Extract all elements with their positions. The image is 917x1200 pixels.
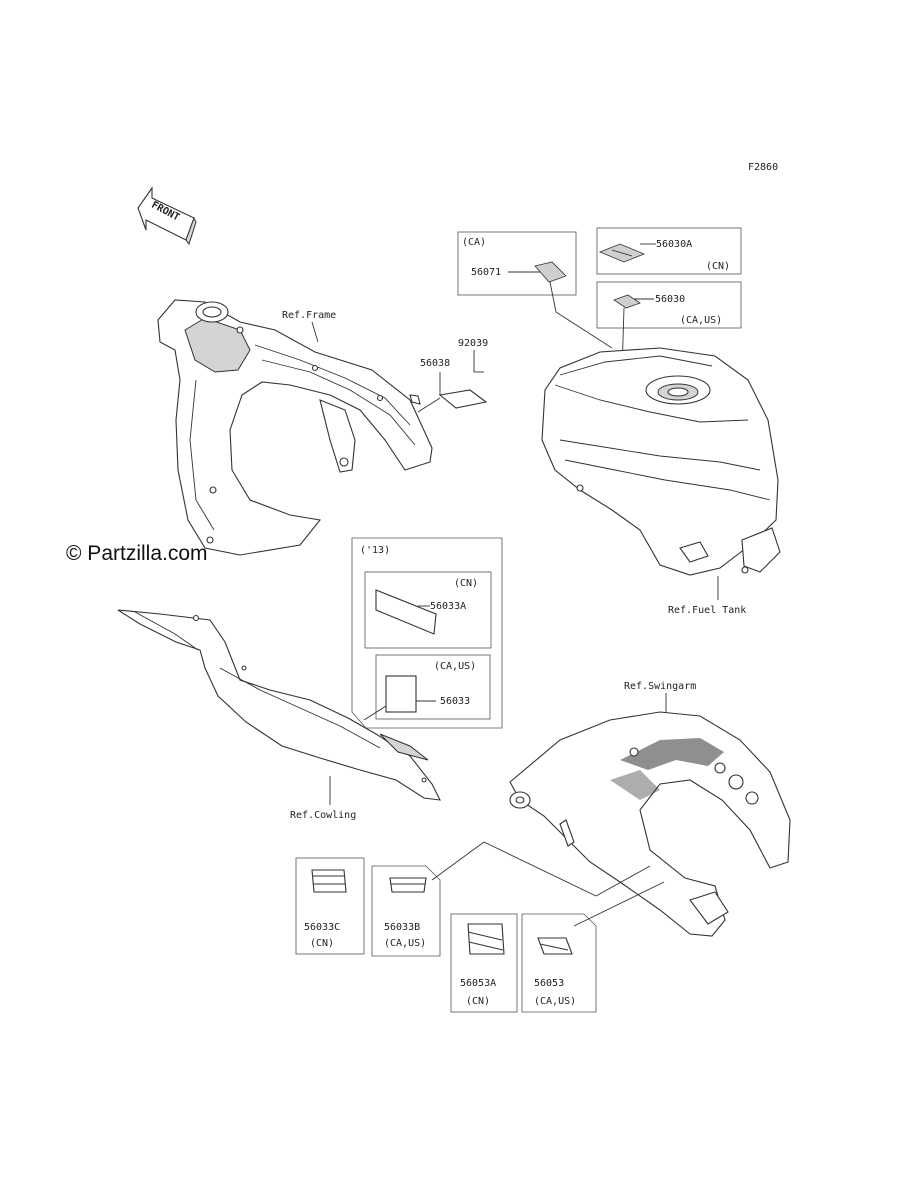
box-56030A xyxy=(596,227,742,275)
box-56033B xyxy=(371,865,441,957)
front-arrow-icon: FRONT xyxy=(137,186,197,246)
box-56071-region: (CA) xyxy=(462,237,486,248)
box-56033C-region: (CN) xyxy=(310,938,334,949)
box-56033B-region: (CA,US) xyxy=(384,938,426,949)
part-56033C-decal xyxy=(311,869,347,893)
part-56030A-label: 56030A xyxy=(656,239,692,250)
box-56053A-region: (CN) xyxy=(466,996,490,1007)
swingarm-drawing xyxy=(509,711,791,937)
part-56033B-decal xyxy=(389,877,427,893)
box-56053A xyxy=(450,913,518,1013)
part-56071-label: 56071 xyxy=(471,267,501,278)
part-56030-label: 56030 xyxy=(655,294,685,305)
box-56053-region: (CA,US) xyxy=(534,996,576,1007)
box-56071 xyxy=(457,231,577,296)
part-56033-label: 56033 xyxy=(440,696,470,707)
part-56038-strip xyxy=(438,389,488,409)
box-56053 xyxy=(521,913,597,1013)
ref-frame-label: Ref.Frame xyxy=(282,310,336,321)
box-56030A-region: (CN) xyxy=(706,261,730,272)
watermark-text: © Partzilla.com xyxy=(66,542,208,565)
box-2013-region: ('13) xyxy=(360,545,390,556)
part-56071-decal xyxy=(534,261,567,283)
fuel-tank-drawing xyxy=(541,347,781,576)
part-56038-label: 56038 xyxy=(420,358,450,369)
box-56030 xyxy=(596,281,742,329)
cowling-drawing xyxy=(117,609,441,801)
ref-swingarm-label: Ref.Swingarm xyxy=(624,681,696,692)
part-56033A-decal xyxy=(375,589,437,635)
box-56033 xyxy=(375,654,491,720)
box-2013 xyxy=(351,537,503,729)
box-56033-region: (CA,US) xyxy=(434,661,476,672)
box-56033A xyxy=(364,571,492,649)
ref-cowling-label: Ref.Cowling xyxy=(290,810,356,821)
part-56033A-label: 56033A xyxy=(430,601,466,612)
part-56053A-decal xyxy=(467,923,505,955)
partzilla-watermark: © Partzilla.com xyxy=(66,542,208,565)
part-56033C-label: 56033C xyxy=(304,922,340,933)
ref-fuel-tank-label: Ref.Fuel Tank xyxy=(668,605,746,616)
part-56033B-label: 56033B xyxy=(384,922,420,933)
frame-drawing xyxy=(157,299,433,556)
part-56030-decal xyxy=(613,294,641,309)
box-56030-region: (CA,US) xyxy=(680,315,722,326)
box-56033A-region: (CN) xyxy=(454,578,478,589)
part-56053-decal xyxy=(537,937,573,955)
part-56053-label: 56053 xyxy=(534,978,564,989)
figure-code: F2860 xyxy=(748,162,778,173)
part-56053A-label: 56053A xyxy=(460,978,496,989)
part-92039-label: 92039 xyxy=(458,338,488,349)
box-56033C xyxy=(295,857,365,955)
part-56033-decal xyxy=(385,675,417,713)
